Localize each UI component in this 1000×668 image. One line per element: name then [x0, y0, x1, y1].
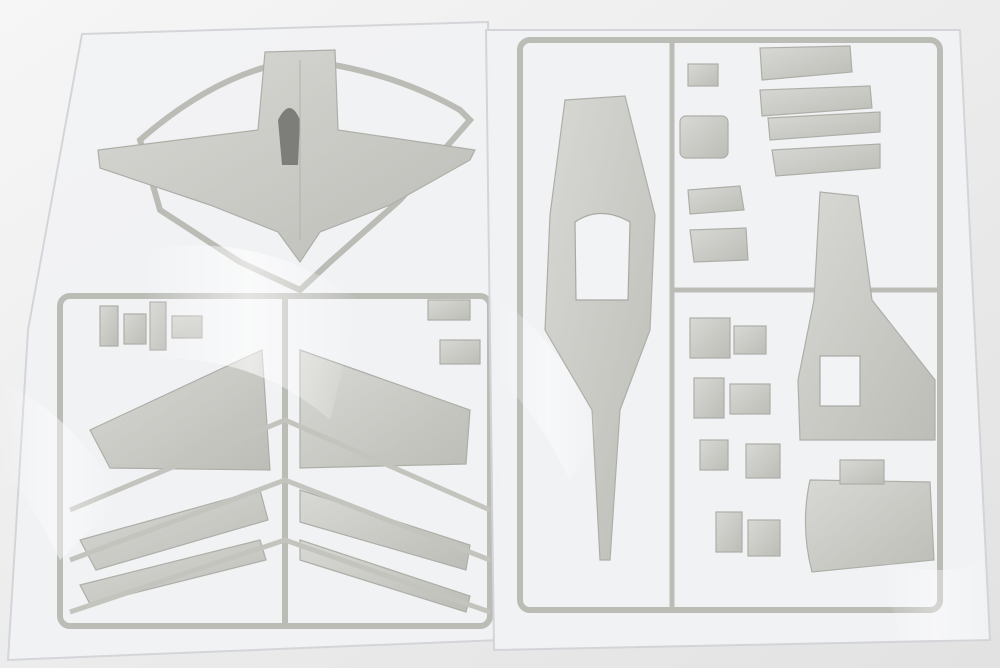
small-parts-cluster-right [687, 185, 781, 557]
stabilizer-part-1 [79, 489, 269, 571]
left-wing-part [89, 349, 271, 471]
intake-parts [679, 45, 881, 177]
right-bag [484, 29, 992, 652]
cockpit-opening [278, 108, 300, 165]
nozzle-part [804, 479, 935, 573]
fuselage-half-part [544, 95, 656, 561]
stabilizer-part-3 [79, 539, 267, 605]
left-bag [0, 20, 502, 662]
cockpit-tub-cutout [574, 212, 631, 301]
right-bag-glare [496, 300, 600, 480]
fuselage-sprue [517, 37, 943, 613]
left-bag-glare [140, 245, 360, 420]
stabilizer-part-2 [299, 489, 471, 571]
